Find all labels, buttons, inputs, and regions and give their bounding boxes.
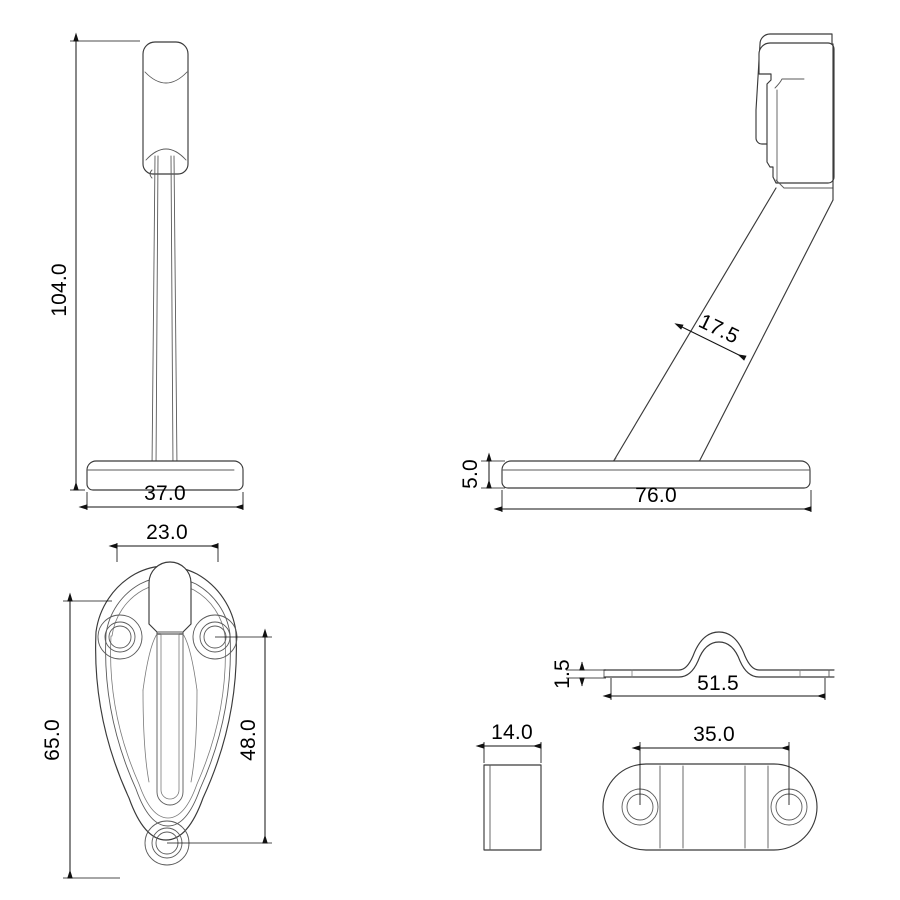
backplate-tongue-outline [148, 561, 192, 635]
stem-left-edge-inner [155, 155, 159, 469]
clamp-plan-body [602, 763, 818, 851]
saddle-inner-profile [603, 641, 835, 678]
view-backplate-plan: 23.0 65.0 48.0 [41, 521, 272, 879]
hook-neck-notch-top [774, 78, 805, 89]
screw-hole-top-left-mid [104, 621, 136, 653]
backplate-wing-right [190, 689, 198, 783]
base-plate-outline [86, 460, 244, 491]
stem-left-nub [149, 169, 153, 179]
dim-label-51-5: 51.5 [697, 672, 739, 695]
dim-label-17-5: 17.5 [695, 310, 743, 349]
view-front-elevation: 104.0 37.0 [48, 32, 244, 510]
dim-label-23: 23.0 [146, 521, 188, 544]
backplate-center-slot [156, 631, 184, 806]
dim-label-65: 65.0 [41, 719, 64, 761]
arm-left-edge [612, 187, 777, 463]
dim-label-104: 104.0 [48, 263, 71, 317]
stem-right-edge-inner [170, 155, 174, 469]
dim-label-5: 5.0 [459, 459, 482, 489]
backplate-center-slot-inner [160, 633, 180, 800]
dim-label-14: 14.0 [491, 721, 533, 744]
arm-right-edge [699, 199, 834, 461]
backplate-inner-rim [105, 576, 231, 827]
screw-hole-top-left-inner [108, 625, 132, 649]
dim-label-35: 35.0 [693, 723, 735, 746]
clamp-end-body [483, 764, 542, 851]
dim-line-17-5 [674, 323, 747, 361]
view-saddle-section: 1.5 51.5 [551, 631, 835, 700]
dim-label-76: 76.0 [635, 484, 677, 507]
hook-barrel-outline [142, 41, 189, 175]
screw-hole-top-left-outer [97, 614, 143, 660]
hook-throat-profile [758, 42, 835, 184]
barrel-upper-seam [144, 71, 188, 84]
dim-label-48: 48.0 [237, 719, 260, 761]
view-side-elevation: 17.5 5.0 76.0 [459, 33, 835, 512]
view-clamp-end: 14.0 [475, 721, 542, 851]
view-clamp-plan: 35.0 [602, 723, 818, 851]
hook-neck-notch-bottom [775, 179, 834, 189]
backplate-wing-left [142, 689, 150, 783]
barrel-lower-seam [145, 148, 187, 161]
backplate-wing-right-upper [182, 633, 198, 691]
dim-label-1-5: 1.5 [551, 659, 574, 689]
dim-label-37: 37.0 [144, 482, 186, 505]
backplate-wing-left-upper [142, 633, 158, 691]
stem-left-edge [151, 155, 156, 469]
stem-right-edge [173, 155, 178, 469]
